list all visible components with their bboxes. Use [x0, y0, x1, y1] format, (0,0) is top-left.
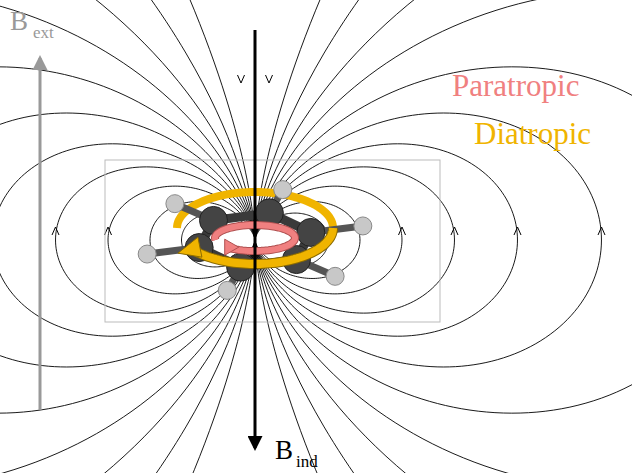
- field-subscript: ind: [296, 453, 318, 470]
- field-arrow: [399, 227, 406, 235]
- diatropic-outline: [192, 228, 333, 264]
- field-arrow: [514, 227, 521, 235]
- field-line: [0, 144, 255, 336]
- diatropic-label: Diatropic: [474, 118, 591, 149]
- hydrogen-atom: [274, 181, 292, 199]
- field-arrow: [52, 227, 59, 235]
- field-arrow: [266, 75, 273, 83]
- field-subscript: ext: [33, 24, 54, 41]
- field-line: [255, 0, 632, 473]
- field-arrow: [238, 75, 245, 83]
- field-line: [0, 67, 255, 413]
- molecule-frame: [105, 160, 440, 322]
- hydrogen-atom: [166, 195, 184, 213]
- field-arrow: [598, 227, 605, 235]
- field-line: [255, 113, 601, 367]
- field-line: [255, 67, 632, 413]
- field-line: [255, 0, 632, 473]
- hydrogen-atom: [138, 245, 156, 263]
- field-symbol: B: [275, 437, 293, 464]
- diatropic-current: [192, 228, 333, 264]
- hydrogen-atom: [326, 267, 344, 285]
- field-line: [255, 0, 632, 473]
- field-symbol: B: [10, 8, 28, 35]
- hydrogen-atom: [354, 217, 372, 235]
- field-arrow: [105, 227, 112, 235]
- external-field-arrow: [39, 58, 42, 410]
- field-line: [108, 186, 255, 294]
- diatropic-head: [178, 237, 202, 257]
- hydrogen-atom: [218, 281, 236, 299]
- induced-field-arrow: [254, 30, 257, 448]
- paratropic-head: [225, 239, 239, 255]
- field-line: [0, 113, 255, 367]
- field-arrow: [451, 227, 458, 235]
- paratropic-label: Paratropic: [452, 70, 579, 101]
- field-line: [255, 0, 632, 473]
